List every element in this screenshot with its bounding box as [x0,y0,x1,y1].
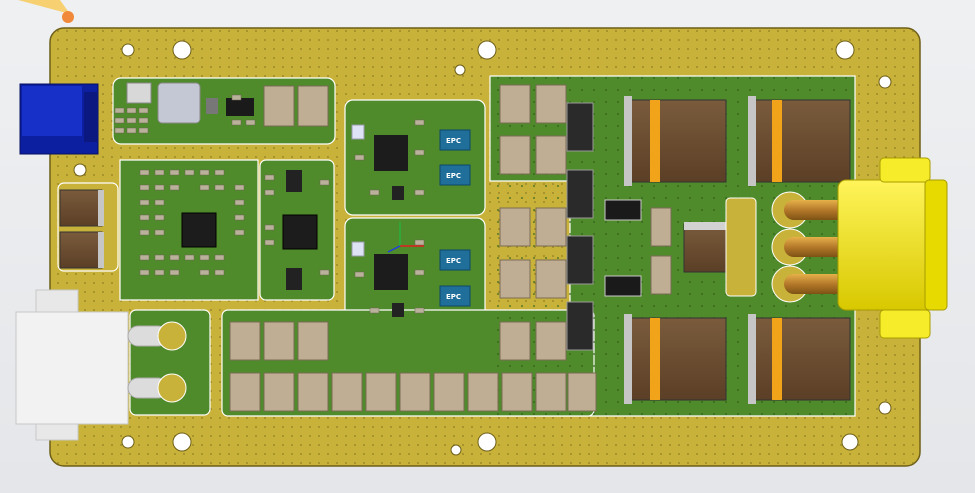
white-header-connector [15,289,187,441]
gan-fet-ics: EPC EPC EPC EPC [439,129,471,307]
mounting-holes [73,40,892,456]
gan-fet-marking: EPC [446,137,461,145]
gan-fet-marking: EPC [446,257,461,265]
gan-fet-marking: EPC [446,293,461,301]
power-diodes [566,102,672,351]
smd-passives [114,94,425,314]
controller-ics [181,124,408,317]
bulk-capacitor-array [229,84,597,412]
viewer-orientation-marker [18,0,74,23]
output-power-connector [771,157,948,339]
power-inductors [624,96,851,404]
axis-gizmo [387,222,424,253]
blue-terminal-connector [19,83,99,155]
input-capacitors [59,189,104,269]
gan-fet-marking: EPC [446,172,461,180]
aux-supply-components [126,82,329,127]
